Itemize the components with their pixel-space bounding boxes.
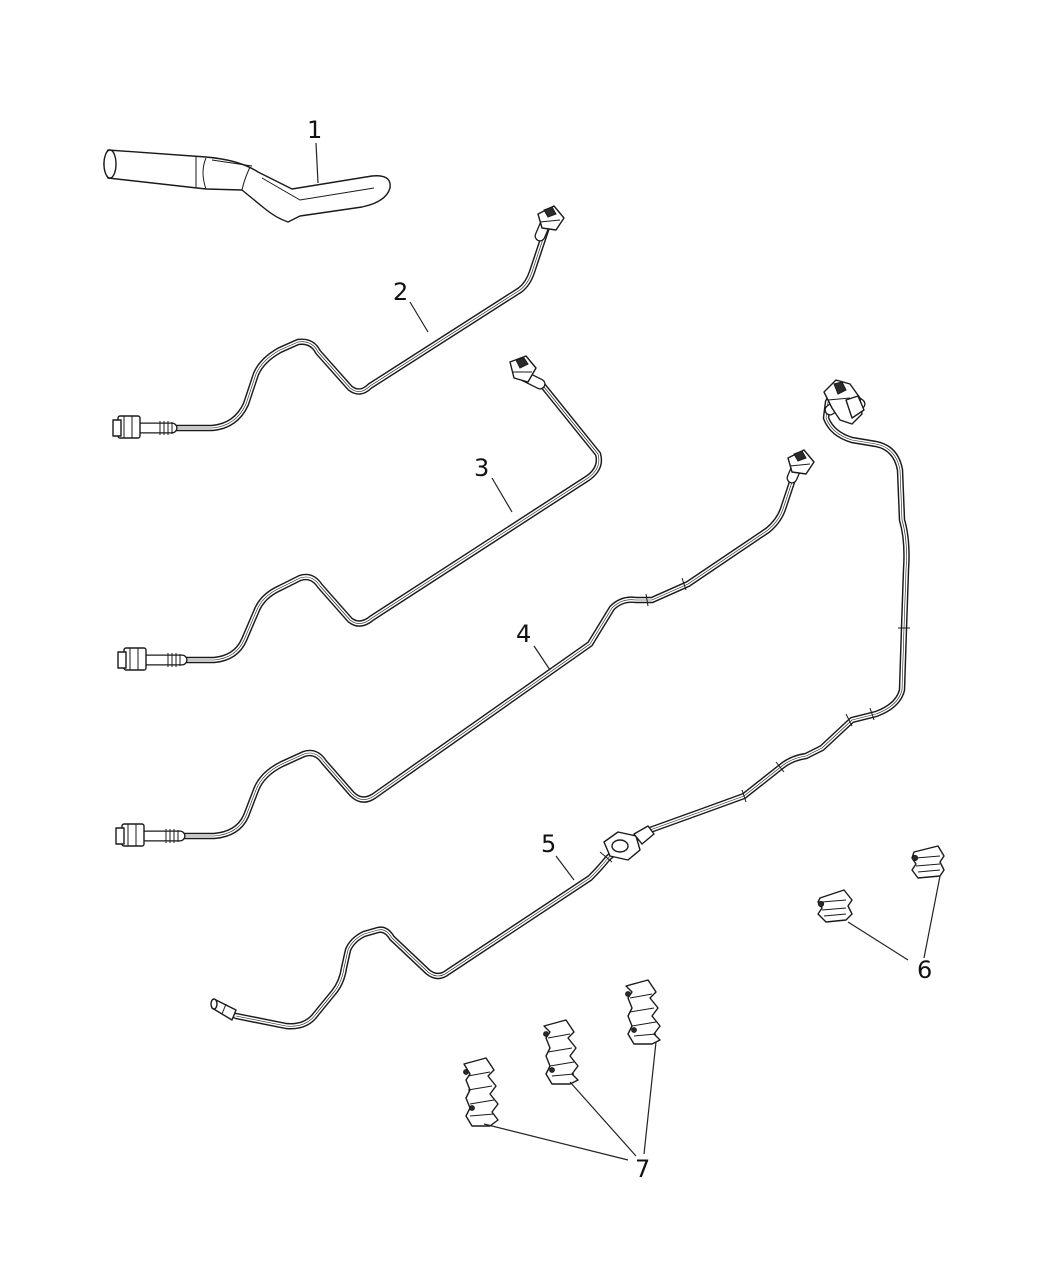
callout-3: 3 [474,454,489,482]
part-1-shield [103,149,391,223]
leader-2 [409,301,429,333]
callout-7: 7 [635,1155,650,1183]
part-7-clip-b [543,1019,579,1085]
part-6-clip-b [817,889,853,923]
leader-6b [923,875,941,959]
part-7-clips [463,979,661,1127]
part-2-right-connector [534,205,565,242]
callout-2: 2 [393,278,408,306]
leader-7c [643,1041,657,1155]
part-2-left-connector [112,415,178,439]
part-3-tube [178,378,603,664]
part-4-left-connector [115,823,186,847]
part-4-fuel-line [115,449,815,847]
part-3-fuel-line [117,355,603,671]
part-5-top-connector [823,379,866,425]
part-5-tube [232,384,910,1030]
callout-5: 5 [541,830,556,858]
leader-1 [315,142,319,184]
part-5-inline-fitting [599,825,655,863]
callout-1: 1 [307,116,322,144]
leader-7a [483,1123,629,1161]
part-7-clip-a [463,1057,499,1127]
callout-4: 4 [516,620,531,648]
part-7-clip-c [625,979,661,1045]
part-6-clips [817,845,945,923]
part-2-fuel-line [112,205,565,439]
callout-numbers: 1 2 3 4 5 6 7 [307,116,932,1183]
part-5-fuel-line [210,379,910,1030]
part-4-tube [176,466,800,840]
part-5-end-fitting [210,998,237,1021]
part-2-tube [168,226,550,432]
leader-5 [555,855,575,881]
part-3-left-connector [117,647,188,671]
part-3-right-connector [509,355,546,390]
part-4-right-connector [786,449,815,484]
part-6-clip-a [911,845,945,879]
callout-6: 6 [917,956,932,984]
leader-3 [491,477,513,513]
leader-6a [847,921,909,961]
leader-lines [315,142,941,1161]
leader-4 [533,645,551,671]
leader-7b [569,1081,637,1157]
